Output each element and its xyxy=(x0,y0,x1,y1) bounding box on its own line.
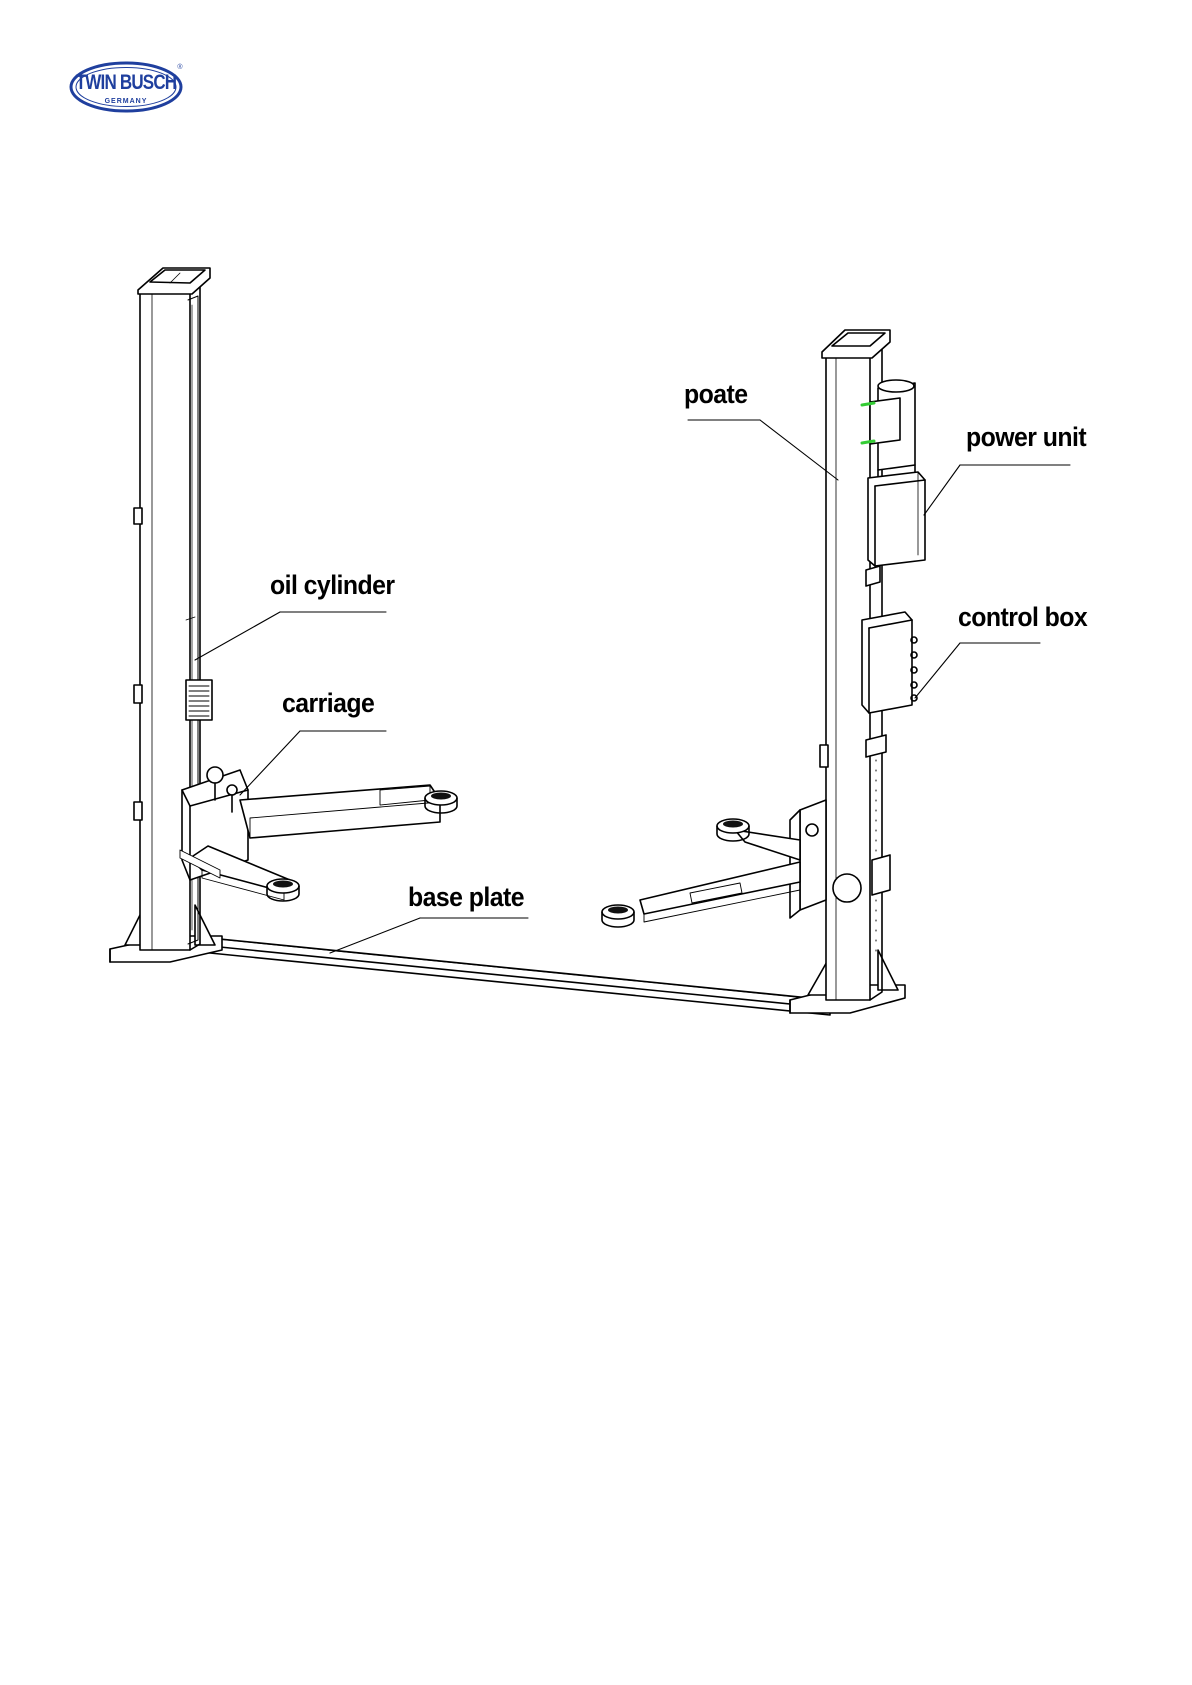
leader-power-unit-diag xyxy=(924,465,960,515)
label-carriage: carriage xyxy=(282,690,374,717)
leader-oil-cylinder-diag xyxy=(195,612,280,660)
leader-lines xyxy=(195,420,1070,953)
right-carriage-arms xyxy=(602,800,826,927)
base-plate-beam xyxy=(200,937,830,1015)
label-poate: poate xyxy=(684,381,747,408)
control-box-body xyxy=(862,612,917,713)
label-oil-cylinder: oil cylinder xyxy=(270,572,395,599)
leader-control-box-diag xyxy=(915,643,960,698)
label-control-box: control box xyxy=(958,604,1087,631)
leader-carriage-diag xyxy=(240,731,300,795)
label-base-plate: base plate xyxy=(408,884,524,911)
label-power-unit: power unit xyxy=(966,424,1086,451)
left-carriage-arms xyxy=(180,767,457,901)
leader-base-plate-diag xyxy=(330,918,420,953)
power-unit-body xyxy=(862,380,925,566)
